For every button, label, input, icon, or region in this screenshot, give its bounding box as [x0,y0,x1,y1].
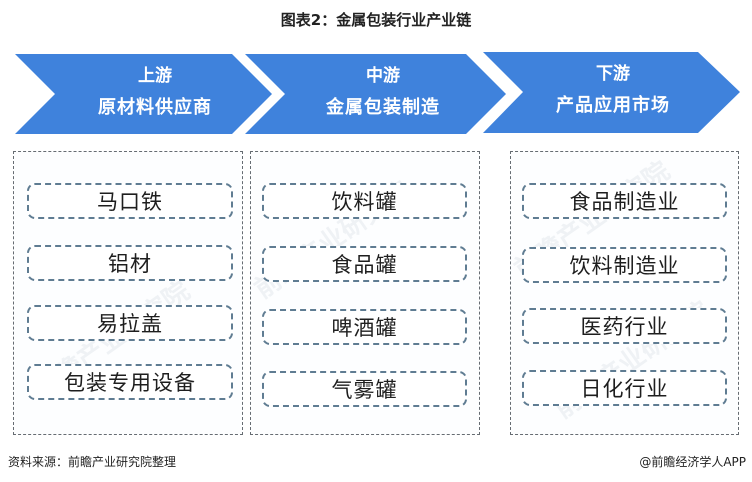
stage-name: 下游 [596,64,630,84]
stage-description: 原材料供应商 [98,97,212,118]
item-upstream-4: 包装专用设备 [27,364,233,400]
arrow-downstream [483,52,740,133]
stage-name: 上游 [138,66,172,86]
item-upstream-3: 易拉盖 [27,305,233,341]
item-midstream-1: 饮料罐 [262,183,467,219]
item-midstream-4: 气雾罐 [262,371,467,407]
item-downstream-2: 饮料制造业 [522,247,727,283]
item-downstream-4: 日化行业 [522,370,727,406]
stage-description: 金属包装制造 [326,97,440,118]
item-upstream-1: 马口铁 [27,183,233,219]
item-midstream-3: 啤酒罐 [262,309,467,345]
arrow-midstream [245,54,506,134]
stage-description: 产品应用市场 [556,95,670,116]
stage-arrows [15,52,740,134]
item-midstream-2: 食品罐 [262,246,467,282]
arrow-upstream [15,54,272,134]
stage-label-midstream: 中游 金属包装制造 [303,68,463,117]
source-note: 资料来源：前瞻产业研究院整理 [8,455,177,469]
chart-title: 图表2：金属包装行业产业链 [280,11,472,29]
stage-label-upstream: 上游 原材料供应商 [75,68,235,117]
stage-name: 中游 [366,66,400,86]
stage-label-downstream: 下游 产品应用市场 [533,66,693,115]
item-downstream-1: 食品制造业 [522,183,727,219]
item-upstream-2: 铝材 [27,245,233,281]
credit-note: @前瞻经济学人APP [639,455,746,469]
item-downstream-3: 医药行业 [522,308,727,344]
